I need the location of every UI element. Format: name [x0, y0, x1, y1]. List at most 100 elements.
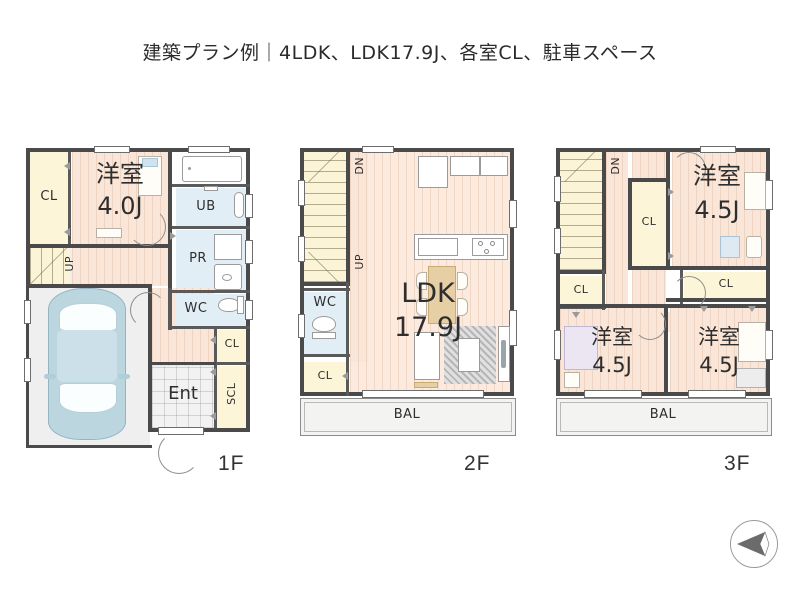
window-2f-west-stair — [298, 180, 305, 206]
car-windshield — [59, 303, 117, 331]
dining-chair — [457, 272, 468, 290]
window-2f-north — [362, 146, 394, 153]
wall-3f — [602, 148, 606, 270]
wall-3f — [666, 298, 770, 302]
sliding-door-marker — [700, 306, 708, 312]
sofa — [414, 332, 440, 380]
wall-2f — [304, 282, 350, 286]
wall-3f — [680, 270, 683, 306]
window-3f-north — [700, 146, 736, 153]
window-3f-west3 — [554, 330, 561, 360]
window-1f-east-ub — [245, 194, 253, 218]
stairs-2f-winder-top — [304, 152, 346, 182]
wall-1f-garage — [26, 445, 152, 448]
floor-plan-1f: CL 洋室 4.0J UB PR WC CL SCL Ent UP 1F — [18, 140, 268, 475]
vanity-sink — [214, 264, 242, 290]
balcony-door-3f-left[interactable] — [584, 390, 642, 398]
shower-fixture — [234, 192, 244, 218]
car-rear-window — [59, 383, 117, 413]
wall-1f — [214, 362, 250, 365]
wall-1f — [172, 290, 250, 293]
wall-1f — [68, 152, 71, 244]
window-3f-east2 — [765, 330, 773, 360]
sliding-door-marker — [572, 312, 580, 318]
hall-3f — [606, 152, 628, 310]
page-title: 建築プラン例｜4LDK、LDK17.9J、各室CL、駐車スペース — [142, 42, 658, 64]
wall-3f — [556, 392, 770, 396]
wall-1f — [26, 148, 30, 288]
balcony-3f — [556, 398, 772, 436]
window-2f-east — [509, 200, 517, 228]
wall-2f — [300, 148, 514, 152]
bed-3f-southeast — [738, 322, 766, 362]
entrance-door-swing — [158, 432, 200, 474]
chair-3f-north — [746, 236, 762, 258]
toilet-tank — [237, 296, 244, 314]
closet-3f-east — [684, 272, 768, 302]
window-1f-west — [24, 300, 31, 324]
sliding-door-marker — [170, 232, 176, 240]
wall-1f — [172, 226, 250, 229]
refrigerator — [418, 156, 448, 188]
balcony-2f — [300, 398, 516, 436]
desk-3f-north — [720, 236, 740, 258]
wall-1f — [214, 326, 217, 428]
stove-burner — [484, 249, 489, 254]
window-2f-west-wc — [298, 314, 305, 338]
wall-3f — [666, 148, 670, 184]
closet-1f-bedroom — [30, 152, 68, 244]
car-mirror-left — [44, 374, 56, 379]
sofa-side-table — [414, 382, 438, 388]
bath-counter — [204, 186, 218, 191]
wall-cabinet-1 — [450, 156, 480, 176]
wall-1f — [26, 284, 152, 288]
bedroom-1f-desk — [96, 228, 122, 238]
bedroom-3f-southwest-door-swing — [634, 308, 666, 340]
bathtub-drain — [188, 167, 191, 170]
wall-3f — [766, 148, 770, 396]
wall-3f — [560, 270, 606, 274]
wall-1f — [168, 288, 172, 330]
wall-1f — [26, 148, 250, 152]
washing-machine — [214, 234, 242, 260]
hall-2f — [350, 152, 368, 362]
wall-2f — [346, 282, 349, 396]
wall-1f — [148, 362, 216, 365]
stairs-1f-diagonal — [30, 248, 70, 286]
sliding-door-marker — [668, 188, 674, 196]
wall-2f — [300, 148, 304, 396]
floor-label-3f: 3F — [724, 452, 751, 475]
balcony-door-2f[interactable] — [362, 390, 484, 398]
stairs-2f-winder-bottom — [304, 252, 346, 282]
balcony-door-3f-right[interactable] — [688, 390, 746, 398]
nightstand-3f-southwest — [564, 372, 580, 388]
wall-2f — [346, 148, 350, 282]
toilet-bowl-2f — [312, 316, 336, 332]
window-1f-north2 — [188, 146, 230, 153]
window-1f-east-pr — [245, 240, 253, 264]
bed-3f-north — [744, 172, 766, 210]
window-1f-west2 — [24, 358, 31, 382]
desk-3f-southeast — [736, 368, 766, 388]
floor-label-2f: 2F — [464, 452, 491, 475]
stove-burner — [490, 241, 495, 246]
bedroom-3f-southeast-door-swing — [672, 276, 706, 310]
bed-3f-southwest — [564, 326, 598, 370]
wall-3f — [556, 148, 770, 152]
wall-1f — [172, 184, 250, 187]
compass-needle-icon — [737, 531, 770, 557]
car-roof — [57, 330, 117, 382]
window-3f-west — [554, 176, 561, 202]
sliding-door-marker — [342, 372, 348, 380]
wall-3f — [556, 304, 770, 308]
sliding-door-marker — [210, 336, 216, 344]
floor-plan-3f: 洋室 4.5J 洋室 4.5J 洋室 4.5J CL CL CL DN BAL … — [548, 140, 782, 475]
vanity-basin — [222, 274, 232, 281]
window-1f-north — [94, 146, 130, 153]
wall-1f — [148, 284, 152, 432]
stove-burner — [478, 241, 483, 246]
wall-2f — [304, 288, 350, 291]
wall-2f — [304, 354, 350, 357]
toilet-tank-2f — [312, 332, 336, 339]
